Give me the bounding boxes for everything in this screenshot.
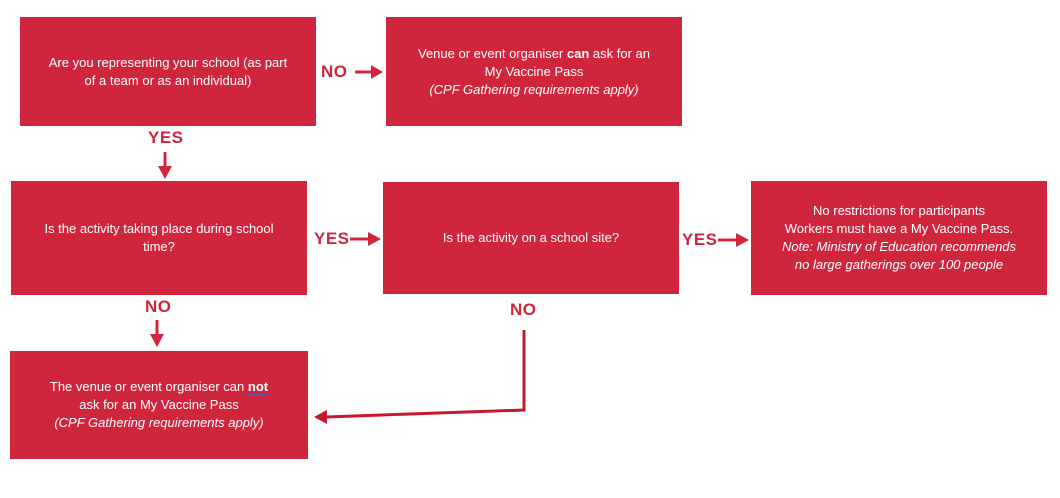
label-no-q1: NO	[321, 62, 348, 81]
result-cannot-ask-line3: (CPF Gathering requirements apply)	[54, 415, 264, 430]
label-no-q2: NO	[145, 297, 172, 316]
question-representing-school-line2: of a team or as an individual)	[84, 72, 252, 88]
question-on-school-site: Is the activity on a school site?	[383, 182, 679, 294]
arrow-q3-to-r3	[325, 330, 526, 419]
arrowhead-q1-to-r1	[371, 65, 383, 79]
arrowhead-q3-to-r2	[736, 233, 749, 247]
result-cannot-ask-vaccine-pass: The venue or event organiser can not ask…	[10, 351, 308, 459]
label-no-q3: NO	[510, 300, 537, 319]
result-can-ask-pre: Venue or event organiser	[418, 45, 567, 61]
result-no-restrictions: No restrictions for participants Workers…	[751, 181, 1047, 295]
result-can-ask-post: ask for an	[589, 45, 650, 61]
result-cannot-ask-bold: not	[247, 379, 269, 396]
result-can-ask-line2: My Vaccine Pass	[484, 63, 584, 79]
question-representing-school: Are you representing your school (as par…	[20, 17, 316, 126]
label-yes-q2: YES	[314, 229, 350, 248]
result-no-restrictions-line3: Note: Ministry of Education recommends	[781, 239, 1017, 254]
question-on-school-site-line1: Is the activity on a school site?	[442, 230, 620, 245]
arrowhead-q2-to-q3	[368, 232, 381, 246]
arrowhead-q2-to-r3	[150, 334, 164, 347]
result-cannot-ask-line2: ask for an My Vaccine Pass	[79, 397, 239, 412]
result-cannot-ask-pre: The venue or event organiser can	[49, 379, 248, 394]
label-yes-q1: YES	[148, 128, 184, 147]
result-can-ask-line3: (CPF Gathering requirements apply)	[429, 81, 639, 97]
result-can-ask-bold: can	[566, 45, 590, 61]
label-yes-q3: YES	[682, 230, 718, 249]
question-during-school-time: Is the activity taking place during scho…	[11, 181, 307, 295]
question-during-school-time-line1: Is the activity taking place during scho…	[44, 221, 274, 236]
result-no-restrictions-line4: no large gatherings over 100 people	[794, 257, 1004, 272]
arrowhead-q3-to-r3	[314, 410, 327, 424]
question-representing-school-line1: Are you representing your school (as par…	[48, 54, 288, 70]
arrowhead-q1-to-q2	[158, 166, 172, 179]
question-during-school-time-line2: time?	[143, 239, 175, 254]
result-no-restrictions-line2: Workers must have a My Vaccine Pass.	[784, 221, 1014, 236]
result-can-ask-vaccine-pass: Venue or event organiser can ask for an …	[386, 17, 682, 126]
result-no-restrictions-line1: No restrictions for participants	[813, 203, 985, 218]
